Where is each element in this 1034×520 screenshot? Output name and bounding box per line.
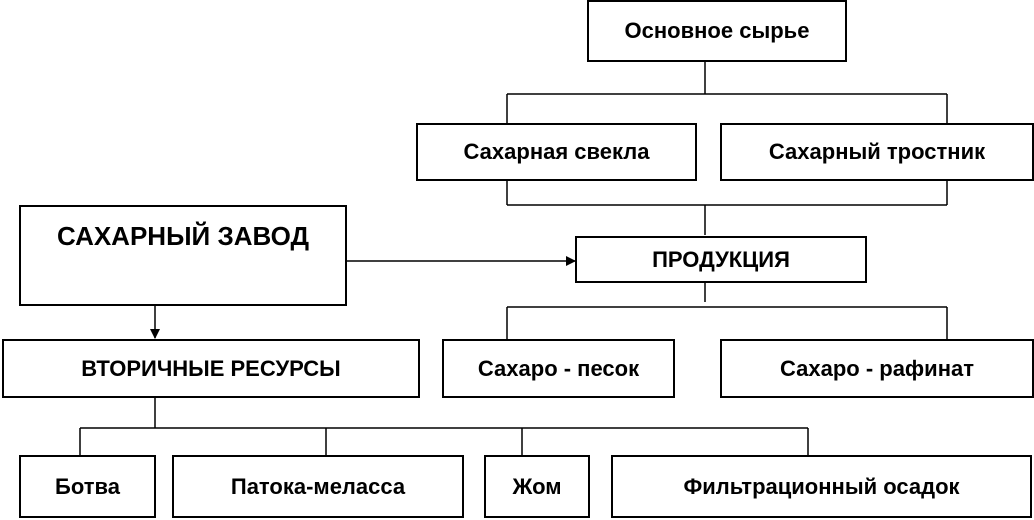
node-refined-sugar: Сахаро - рафинат xyxy=(720,339,1034,398)
node-molasses: Патока-меласса xyxy=(172,455,464,518)
node-raw-materials: Основное сырье xyxy=(587,0,847,62)
node-sugar-cane: Сахарный тростник xyxy=(720,123,1034,181)
node-tops: Ботва xyxy=(19,455,156,518)
node-sugar-factory: САХАРНЫЙ ЗАВОД xyxy=(19,205,347,306)
node-pulp: Жом xyxy=(484,455,590,518)
node-products: ПРОДУКЦИЯ xyxy=(575,236,867,283)
node-sugar-beet: Сахарная свекла xyxy=(416,123,697,181)
node-filter-cake: Фильтрационный осадок xyxy=(611,455,1032,518)
node-granulated-sugar: Сахаро - песок xyxy=(442,339,675,398)
node-secondary-resources: ВТОРИЧНЫЕ РЕСУРСЫ xyxy=(2,339,420,398)
